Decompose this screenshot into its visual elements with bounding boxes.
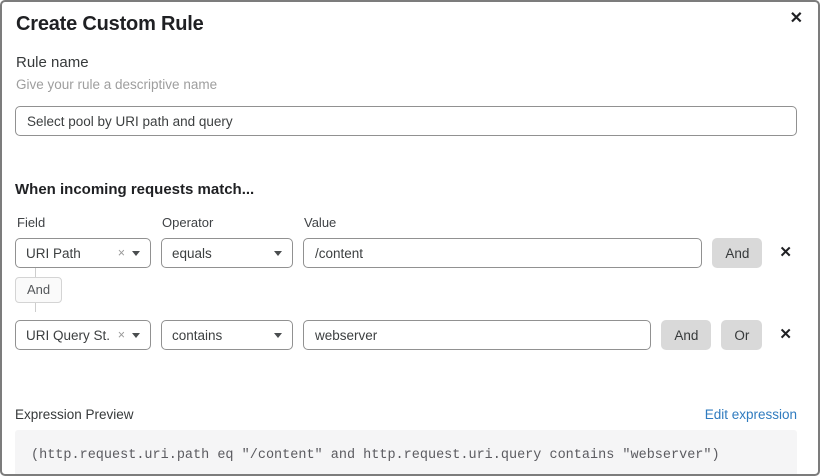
clear-icon[interactable]: × (117, 328, 125, 342)
condition-column-headers: Field Operator Value (15, 216, 797, 230)
value-input-2[interactable] (303, 320, 652, 350)
value-column-header: Value (304, 215, 337, 230)
expression-preview-label: Expression Preview (15, 407, 134, 422)
connector-and-badge: And (15, 277, 63, 303)
remove-condition-button-1[interactable]: ✕ (779, 245, 792, 261)
condition-connector: And (15, 268, 797, 312)
rule-name-label: Rule name (16, 54, 89, 71)
operator-column-header: Operator (162, 215, 214, 230)
dialog-title: Create Custom Rule (16, 13, 204, 35)
or-button-2[interactable]: Or (721, 320, 763, 350)
condition-row-1: URI Path × equals And ✕ (15, 238, 797, 268)
field-column-header: Field (17, 215, 46, 230)
edit-expression-link[interactable]: Edit expression (704, 407, 797, 422)
field-select-1[interactable]: URI Path × (15, 238, 151, 268)
field-select-value: URI Query St... (26, 327, 111, 343)
chevron-down-icon (274, 332, 282, 338)
rule-name-helper: Give your rule a descriptive name (16, 77, 218, 92)
chevron-down-icon (132, 332, 140, 338)
match-heading: When incoming requests match... (15, 181, 255, 198)
operator-select-value: contains (172, 327, 223, 343)
rule-name-input[interactable] (15, 106, 797, 136)
and-button-1[interactable]: And (712, 238, 763, 268)
delete-icon: ✕ (779, 244, 792, 261)
expression-code-text: (http.request.uri.path eq "/content" and… (31, 447, 720, 463)
remove-condition-button-2[interactable]: ✕ (779, 327, 792, 343)
clear-icon[interactable]: × (117, 246, 125, 260)
expression-preview-header: Expression Preview Edit expression (15, 407, 797, 422)
expression-preview-code: (http.request.uri.path eq "/content" and… (15, 430, 797, 474)
field-select-2[interactable]: URI Query St... × (15, 320, 151, 350)
field-select-value: URI Path (26, 245, 81, 261)
close-icon: ✕ (789, 10, 803, 27)
close-button[interactable]: ✕ (788, 9, 805, 29)
chevron-down-icon (132, 250, 140, 256)
operator-select-2[interactable]: contains (161, 320, 293, 350)
delete-icon: ✕ (779, 326, 792, 343)
operator-select-1[interactable]: equals (161, 238, 293, 268)
operator-select-value: equals (172, 245, 212, 261)
condition-row-2: URI Query St... × contains And Or ✕ (15, 320, 797, 350)
and-button-2[interactable]: And (661, 320, 712, 350)
value-input-1[interactable] (303, 238, 703, 268)
chevron-down-icon (274, 250, 282, 256)
